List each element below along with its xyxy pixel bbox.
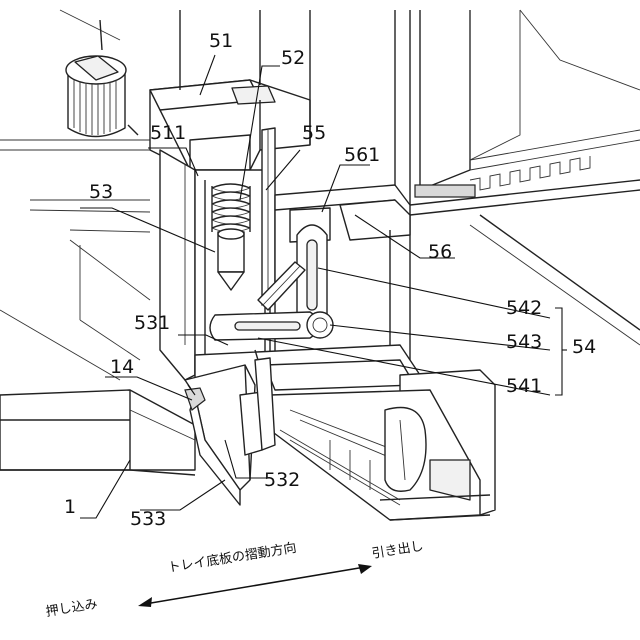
label-56: 56 <box>428 243 452 262</box>
plunger-plate-53 <box>160 150 270 380</box>
label-532: 532 <box>264 471 300 490</box>
label-53: 53 <box>89 183 113 202</box>
base-plate-1 <box>0 390 195 475</box>
label-1: 1 <box>64 498 76 517</box>
arrow-head-push-icon <box>138 597 152 607</box>
label-55: 55 <box>302 124 326 143</box>
label-52: 52 <box>281 49 305 68</box>
label-533: 533 <box>130 510 166 529</box>
rod-55 <box>262 128 275 305</box>
label-542: 542 <box>506 299 542 318</box>
knob <box>66 20 138 137</box>
label-543: 543 <box>506 333 542 352</box>
label-541: 541 <box>506 377 542 396</box>
label-14: 14 <box>110 358 134 377</box>
latch-533 <box>185 358 275 505</box>
label-51: 51 <box>209 32 233 51</box>
label-561: 561 <box>344 146 380 165</box>
label-531: 531 <box>134 314 170 333</box>
label-54: 54 <box>572 338 596 357</box>
slider-541 <box>210 312 333 340</box>
arrow-head-pull-icon <box>358 564 372 574</box>
label-511: 511 <box>150 124 186 143</box>
